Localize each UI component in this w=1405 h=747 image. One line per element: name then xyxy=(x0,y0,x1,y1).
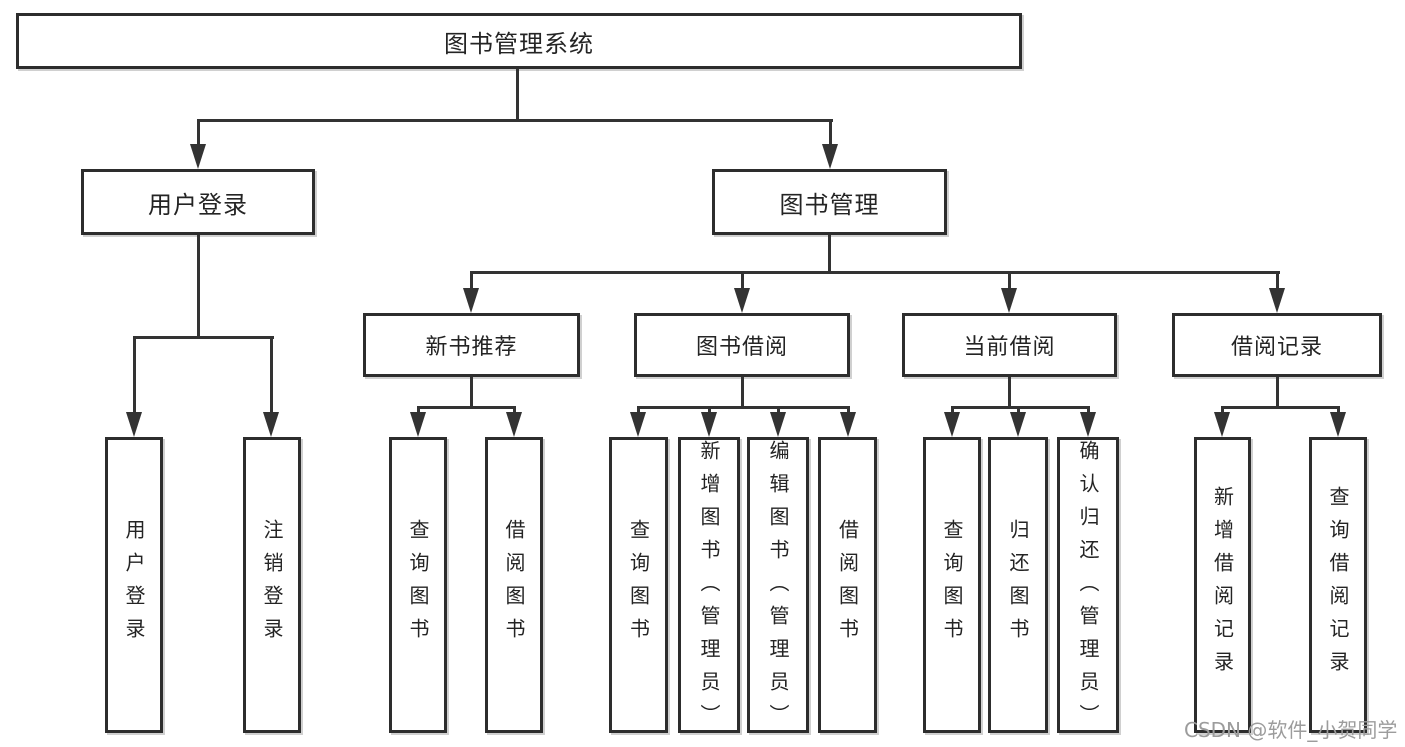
csdn-watermark: CSDN @软件_小贺同学 xyxy=(1184,718,1398,742)
connector-drop-user-login xyxy=(197,119,200,147)
connector-drop-g3-2 xyxy=(708,406,711,415)
leaf-user-login-label: 用户登录 xyxy=(122,519,146,651)
arrow-leaf-login xyxy=(126,412,142,437)
node-user-login: 用户登录 xyxy=(81,169,315,235)
arrow-leaf-logout xyxy=(263,412,279,437)
node-user-login-label: 用户登录 xyxy=(148,190,248,219)
connector-drop-new-book-rec xyxy=(470,271,473,291)
leaf-return-books: 归还图书 xyxy=(988,437,1048,733)
connector-drop-g3-1 xyxy=(637,406,640,415)
connector-drop-g2-2 xyxy=(513,406,516,415)
leaf-return-books-label: 归还图书 xyxy=(1006,519,1030,651)
connector-borrow-records-hbar xyxy=(1221,406,1339,409)
node-borrowing-records-label: 借阅记录 xyxy=(1230,335,1323,360)
node-book-borrowing-label: 图书借阅 xyxy=(695,335,788,360)
arrow-g4-2 xyxy=(1010,412,1026,437)
arrow-current-borrow xyxy=(1001,288,1017,313)
connector-drop-book-management xyxy=(829,119,832,147)
connector-drop-g3-4 xyxy=(847,406,850,415)
leaf-add-borrow-record: 新增借阅记录 xyxy=(1194,437,1251,733)
arrow-g2-2 xyxy=(506,412,522,437)
connector-drop-g2-1 xyxy=(417,406,420,415)
leaf-borrow-books-label: 借阅图书 xyxy=(835,519,860,651)
connector-drop-borrow-records xyxy=(1276,271,1279,291)
connector-drop-g4-2 xyxy=(1017,406,1020,415)
leaf-confirm-return-admin-label: 确认归还（管理员） xyxy=(1076,440,1100,737)
node-book-borrowing: 图书借阅 xyxy=(634,313,850,377)
arrow-user-login xyxy=(190,144,206,169)
connector-drop-book-borrow xyxy=(741,271,744,291)
leaf-borrow-books: 借阅图书 xyxy=(818,437,877,733)
connector-user-login-hbar xyxy=(133,336,274,339)
connector-drop-current-borrow xyxy=(1008,271,1011,291)
leaf-add-books-admin-label: 新增图书（管理员） xyxy=(697,440,721,737)
arrow-g4-1 xyxy=(944,412,960,437)
arrow-g3-3 xyxy=(770,412,786,437)
arrow-borrow-records xyxy=(1269,288,1285,313)
connector-drop-g5-1 xyxy=(1221,406,1224,415)
arrow-g3-1 xyxy=(630,412,646,437)
connector-book-borrow-stem xyxy=(741,377,744,409)
connector-level3-hbar xyxy=(470,271,1280,274)
connector-drop-g3-3 xyxy=(777,406,780,415)
leaf-logout: 注销登录 xyxy=(243,437,301,733)
connector-drop-leaf-login xyxy=(133,336,136,414)
leaf-query-borrow-record: 查询借阅记录 xyxy=(1309,437,1367,733)
arrow-g3-4 xyxy=(840,412,856,437)
arrow-g3-2 xyxy=(701,412,717,437)
leaf-query-books-rec-label: 查询图书 xyxy=(406,519,430,651)
arrow-new-book-rec xyxy=(463,288,479,313)
connector-book-borrow-hbar xyxy=(637,406,849,409)
connector-user-login-stem xyxy=(197,235,200,339)
arrow-g5-1 xyxy=(1214,412,1230,437)
connector-borrow-records-stem xyxy=(1276,377,1279,409)
node-new-book-recommend: 新书推荐 xyxy=(363,313,580,377)
leaf-query-books-current: 查询图书 xyxy=(923,437,981,733)
node-book-management-label: 图书管理 xyxy=(779,190,880,219)
connector-new-book-rec-hbar xyxy=(417,406,516,409)
leaf-add-borrow-record-label: 新增借阅记录 xyxy=(1210,486,1235,684)
arrow-g4-3 xyxy=(1080,412,1096,437)
connector-root-stem xyxy=(516,69,519,122)
connector-new-book-rec-stem xyxy=(470,377,473,409)
node-library-system: 图书管理系统 xyxy=(16,13,1022,69)
connector-drop-leaf-logout xyxy=(270,336,273,414)
connector-drop-g4-3 xyxy=(1087,406,1090,415)
connector-book-management-stem xyxy=(828,235,831,274)
node-current-borrowing: 当前借阅 xyxy=(902,313,1117,377)
leaf-user-login: 用户登录 xyxy=(105,437,163,733)
arrow-g2-1 xyxy=(410,412,426,437)
leaf-add-books-admin: 新增图书（管理员） xyxy=(678,437,740,737)
leaf-edit-books-admin-label: 编辑图书（管理员） xyxy=(766,440,790,737)
node-book-management: 图书管理 xyxy=(712,169,947,235)
arrow-book-borrow xyxy=(734,288,750,313)
node-borrowing-records: 借阅记录 xyxy=(1172,313,1382,377)
node-library-system-label: 图书管理系统 xyxy=(444,29,594,58)
leaf-query-books-current-label: 查询图书 xyxy=(940,519,964,651)
connector-drop-g5-2 xyxy=(1337,406,1340,415)
leaf-borrow-books-rec: 借阅图书 xyxy=(485,437,543,733)
node-new-book-recommend-label: 新书推荐 xyxy=(425,335,518,360)
leaf-confirm-return-admin: 确认归还（管理员） xyxy=(1057,437,1119,737)
arrow-g5-2 xyxy=(1330,412,1346,437)
leaf-query-books-borrow-label: 查询图书 xyxy=(626,519,651,651)
connector-drop-g4-1 xyxy=(951,406,954,415)
node-current-borrowing-label: 当前借阅 xyxy=(963,335,1056,360)
connector-current-borrow-hbar xyxy=(951,406,1089,409)
leaf-borrow-books-rec-label: 借阅图书 xyxy=(502,519,526,651)
leaf-query-borrow-record-label: 查询借阅记录 xyxy=(1326,486,1350,684)
leaf-edit-books-admin: 编辑图书（管理员） xyxy=(747,437,809,737)
leaf-query-books-borrow: 查询图书 xyxy=(609,437,668,733)
leaf-logout-label: 注销登录 xyxy=(260,519,284,651)
connector-current-borrow-stem xyxy=(1008,377,1011,409)
arrow-book-management xyxy=(822,144,838,169)
leaf-query-books-rec: 查询图书 xyxy=(389,437,447,733)
connector-root-hbar xyxy=(197,119,833,122)
